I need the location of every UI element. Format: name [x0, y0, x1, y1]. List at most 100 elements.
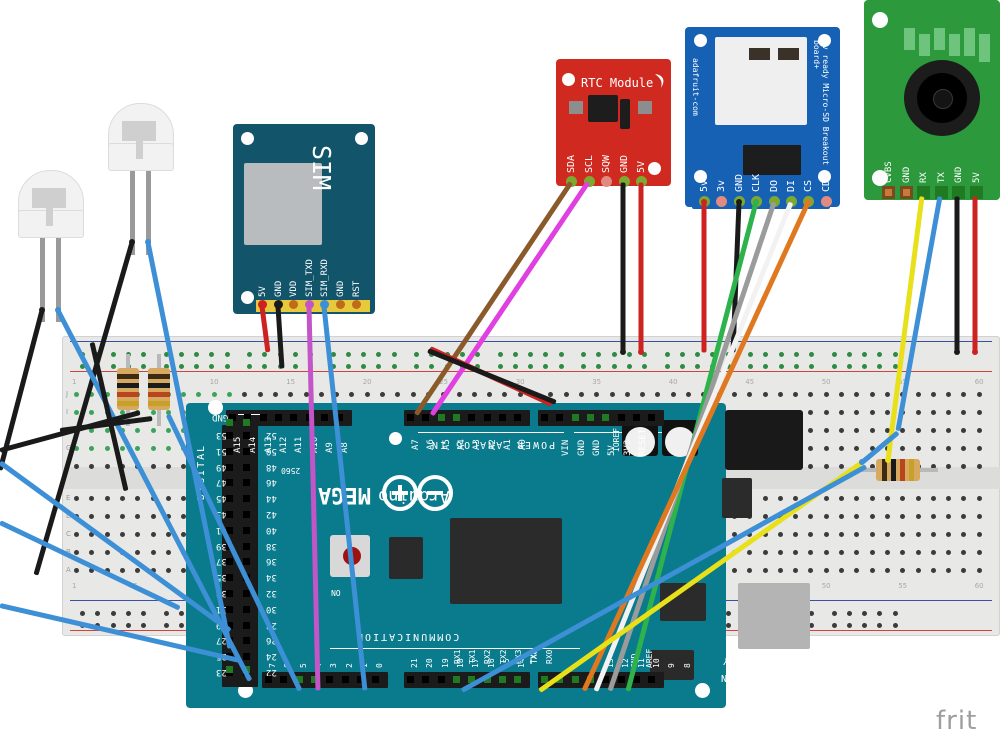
breadboard-hole[interactable]	[869, 392, 875, 397]
breadboard-rail-hole[interactable]	[247, 364, 252, 369]
breadboard-hole[interactable]	[89, 464, 95, 469]
breadboard-hole[interactable]	[747, 550, 753, 555]
breadboard-rail-hole[interactable]	[725, 364, 731, 369]
arduino-digital-high-hole[interactable]	[571, 676, 579, 683]
sim-pin-pad[interactable]	[336, 300, 345, 309]
breadboard-rail-hole[interactable]	[262, 364, 268, 369]
breadboard-rail-hole[interactable]	[141, 611, 147, 616]
arduino-analog-low-hole[interactable]	[452, 414, 460, 421]
breadboard-hole[interactable]	[808, 568, 814, 573]
breadboard-rail-hole[interactable]	[141, 623, 147, 628]
breadboard-hole[interactable]	[119, 446, 125, 451]
breadboard-hole[interactable]	[594, 392, 600, 397]
breadboard-hole[interactable]	[104, 446, 110, 451]
breadboard-hole[interactable]	[181, 568, 187, 573]
arduino-analog-low-hole[interactable]	[468, 414, 476, 421]
arduino-barrel-jack[interactable]	[725, 410, 803, 470]
breadboard-hole[interactable]	[135, 428, 141, 433]
breadboard-hole[interactable]	[181, 532, 187, 537]
breadboard-hole[interactable]	[915, 428, 921, 433]
breadboard-hole[interactable]	[334, 392, 340, 397]
breadboard-hole[interactable]	[747, 392, 753, 397]
sim-pin-pad[interactable]	[351, 300, 361, 309]
breadboard-hole[interactable]	[640, 392, 646, 397]
breadboard-hole[interactable]	[410, 392, 416, 397]
breadboard-rail-hole[interactable]	[664, 364, 670, 369]
sd-pin-pad[interactable]	[716, 196, 728, 207]
breadboard-rail-hole[interactable]	[125, 623, 131, 628]
arduino-header-analog-low[interactable]	[404, 410, 531, 426]
breadboard-rail-hole[interactable]	[877, 364, 883, 369]
breadboard-rail-hole[interactable]	[141, 364, 147, 369]
breadboard-hole[interactable]	[808, 532, 814, 537]
breadboard-rail-hole[interactable]	[642, 364, 648, 369]
breadboard-hole[interactable]	[777, 532, 783, 537]
breadboard-rail-hole[interactable]	[846, 623, 852, 628]
arduino-comm-hole[interactable]	[437, 676, 445, 683]
breadboard-rail-hole[interactable]	[831, 352, 837, 357]
breadboard-rail-hole[interactable]	[80, 364, 85, 369]
arduino-icsp-header-1[interactable]	[389, 537, 423, 579]
breadboard-rail-hole[interactable]	[376, 352, 382, 357]
breadboard-rail-hole[interactable]	[581, 364, 586, 369]
breadboard-hole[interactable]	[242, 392, 248, 397]
arduino-digital-low-hole[interactable]	[265, 676, 272, 683]
breadboard-rail-hole[interactable]	[877, 611, 883, 616]
breadboard-hole[interactable]	[946, 550, 952, 555]
arduino-analog-high-hole[interactable]	[274, 414, 282, 421]
breadboard-hole[interactable]	[869, 410, 875, 415]
breadboard-hole[interactable]	[762, 392, 768, 397]
breadboard-hole[interactable]	[930, 568, 936, 573]
breadboard-hole[interactable]	[104, 428, 110, 433]
breadboard-hole[interactable]	[487, 392, 493, 397]
breadboard-hole[interactable]	[869, 428, 875, 433]
breadboard-hole[interactable]	[976, 428, 982, 433]
breadboard-hole[interactable]	[563, 392, 569, 397]
sim-pin-pad[interactable]	[304, 300, 314, 309]
breadboard-hole[interactable]	[731, 568, 737, 573]
breadboard-hole[interactable]	[303, 392, 309, 397]
arduino-digital-low-hole[interactable]	[356, 676, 364, 683]
breadboard-hole[interactable]	[119, 514, 125, 519]
rtc-pin-pad[interactable]	[566, 176, 577, 187]
arduino-double-header-gnd[interactable]	[243, 419, 250, 426]
breadboard-rail-hole[interactable]	[110, 352, 116, 357]
breadboard-rail-hole[interactable]	[345, 364, 351, 369]
breadboard-hole[interactable]	[915, 568, 921, 573]
breadboard-hole[interactable]	[150, 446, 156, 451]
arduino-double-header-hole[interactable]	[243, 511, 250, 518]
breadboard-hole[interactable]	[762, 550, 768, 555]
breadboard-rail-hole[interactable]	[110, 364, 116, 369]
breadboard-rail-hole[interactable]	[846, 364, 852, 369]
breadboard-hole[interactable]	[89, 392, 95, 397]
breadboard-hole[interactable]	[869, 550, 875, 555]
breadboard-rail-hole[interactable]	[528, 352, 534, 357]
breadboard-hole[interactable]	[930, 532, 936, 537]
arduino-double-header-hole[interactable]	[243, 558, 250, 566]
breadboard-rail-hole[interactable]	[209, 352, 215, 357]
breadboard-hole[interactable]	[89, 428, 95, 433]
breadboard-hole[interactable]	[884, 514, 890, 519]
breadboard-hole[interactable]	[930, 410, 936, 415]
breadboard-hole[interactable]	[211, 392, 217, 397]
breadboard-rail-hole[interactable]	[748, 352, 753, 357]
arduino-double-header-hole[interactable]	[243, 590, 250, 597]
breadboard-hole[interactable]	[854, 568, 860, 573]
breadboard-hole[interactable]	[930, 496, 936, 501]
breadboard-rail-hole[interactable]	[892, 364, 898, 369]
breadboard-rail-hole[interactable]	[695, 364, 701, 369]
arduino-analog-low-hole[interactable]	[498, 414, 506, 421]
arduino-analog-high-hole[interactable]	[229, 414, 236, 421]
breadboard-hole[interactable]	[961, 568, 967, 573]
arduino-power-hole[interactable]	[571, 414, 579, 421]
breadboard-hole[interactable]	[104, 550, 110, 555]
breadboard-rail-hole[interactable]	[163, 611, 169, 616]
arduino-double-header-hole[interactable]	[226, 479, 233, 487]
breadboard-hole[interactable]	[946, 392, 952, 397]
breadboard-hole[interactable]	[793, 514, 799, 519]
breadboard-hole[interactable]	[930, 514, 936, 519]
breadboard-hole[interactable]	[854, 496, 860, 501]
arduino-power-hole[interactable]	[602, 414, 610, 421]
breadboard-rail-hole[interactable]	[877, 352, 883, 357]
breadboard-hole[interactable]	[150, 410, 156, 415]
